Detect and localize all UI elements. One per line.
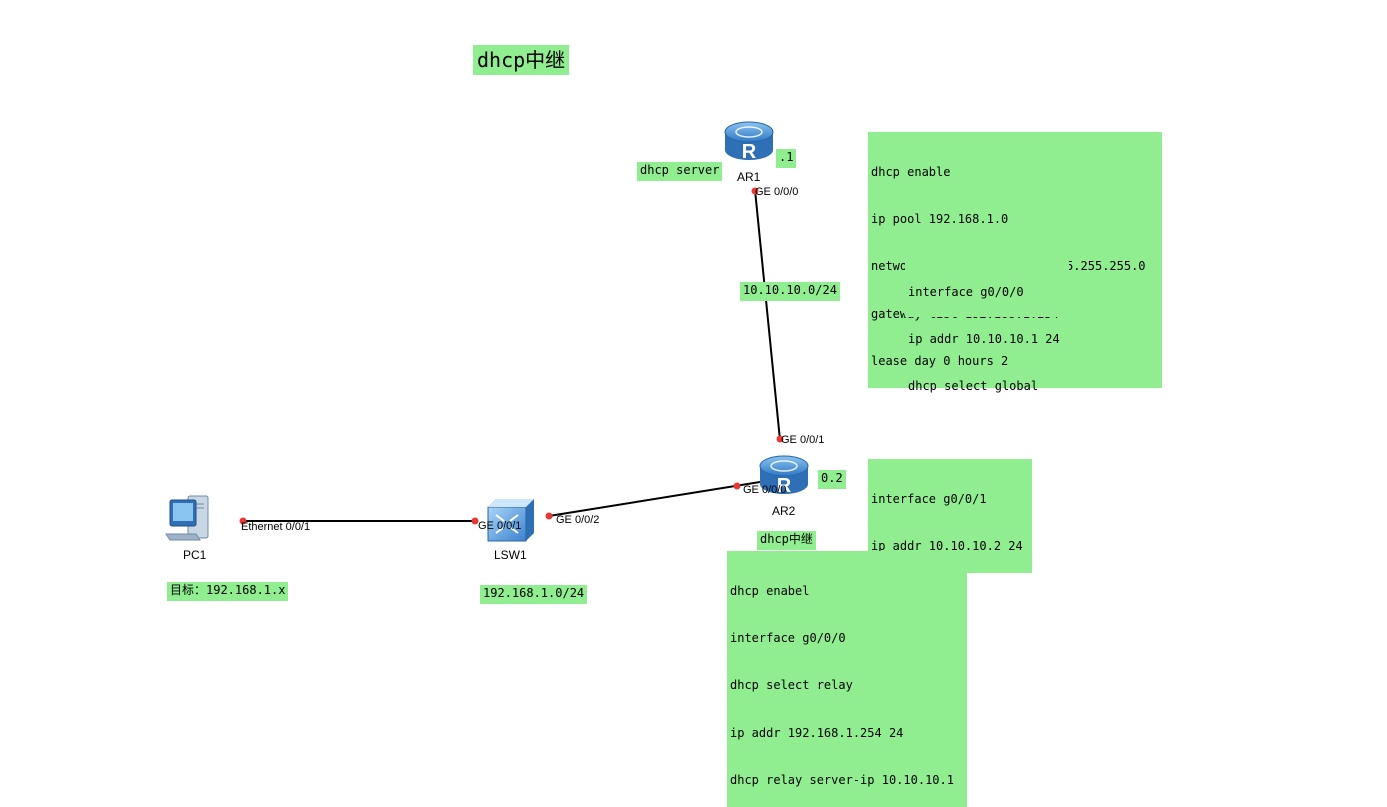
config-line: ip pool 192.168.1.0 — [871, 211, 1009, 226]
port-label-lsw1-ge001: GE 0/0/1 — [478, 520, 522, 532]
router-icon-ar2[interactable]: R — [759, 455, 809, 497]
port-dot-lsw1-ge001 — [471, 517, 479, 525]
svg-text:R: R — [777, 475, 792, 497]
pc-icon-pc1[interactable] — [165, 495, 209, 541]
link-ar1-ar2 — [754, 189, 781, 441]
link-ar2-lsw1 — [548, 481, 761, 517]
label-dhcp-server: dhcp server — [637, 162, 723, 181]
diagram-title: dhcp中继 — [473, 45, 570, 75]
device-label-lsw1: LSW1 — [494, 548, 527, 562]
config-line: ip addr 10.10.10.2 24 — [871, 538, 1023, 553]
label-relay-title: dhcp中继 — [757, 531, 816, 550]
label-lan-network: 192.168.1.0/24 — [480, 585, 588, 604]
config-ar1-interface: interface g0/0/0 ip addr 10.10.10.1 24 d… — [905, 252, 1069, 393]
router-icon-ar1[interactable]: R — [724, 121, 774, 163]
label-goal: 目标：192.168.1.x — [167, 582, 289, 601]
config-line: dhcp enable — [871, 164, 951, 179]
port-label-ar2-ge001: GE 0/0/1 — [781, 434, 825, 446]
port-dot-ar2-ge001 — [776, 435, 784, 443]
label-wan-network: 10.10.10.0/24 — [740, 282, 840, 301]
device-label-ar1: AR1 — [737, 170, 761, 184]
port-label-pc1-eth: Ethernet 0/0/1 — [241, 521, 311, 533]
port-label-ar2-ge000: GE 0/0/0 — [743, 484, 787, 496]
config-line: dhcp relay server-ip 10.10.10.1 — [730, 773, 954, 788]
topology-diagram: R R — [165, 121, 809, 542]
svg-text:R: R — [742, 141, 757, 163]
config-line: lease day 0 hours 2 — [871, 354, 1009, 369]
config-line: interface g0/0/0 — [730, 630, 846, 645]
port-dot-ar2-ge000 — [733, 482, 741, 490]
port-dot-lsw1-ge002 — [545, 512, 553, 520]
device-label-pc1: PC1 — [183, 548, 207, 562]
config-line: interface g0/0/1 — [871, 491, 987, 506]
label-ar1-ip: .1 — [776, 149, 796, 168]
config-line: interface g0/0/0 — [908, 284, 1024, 299]
port-dot-pc1-eth — [239, 517, 247, 525]
config-line: ip addr 192.168.1.254 24 — [730, 725, 904, 740]
config-line: dhcp select relay — [730, 678, 853, 693]
config-line: dhcp enabel — [730, 583, 810, 598]
port-label-ar1-ge000: GE 0/0/0 — [755, 186, 799, 198]
config-line: dhcp select global — [908, 379, 1039, 394]
port-label-lsw1-ge002: GE 0/0/2 — [556, 514, 600, 526]
device-label-ar2: AR2 — [772, 504, 796, 518]
label-ar2-ip: 0.2 — [818, 470, 846, 489]
config-ar2-interface: interface g0/0/1 ip addr 10.10.10.2 24 — [868, 459, 1032, 573]
config-ar2-relay: dhcp enabel interface g0/0/0 dhcp select… — [727, 551, 967, 807]
switch-icon-lsw1[interactable] — [487, 499, 534, 542]
port-dot-ar1-ge000 — [751, 187, 759, 195]
config-line: ip addr 10.10.10.1 24 — [908, 331, 1060, 346]
